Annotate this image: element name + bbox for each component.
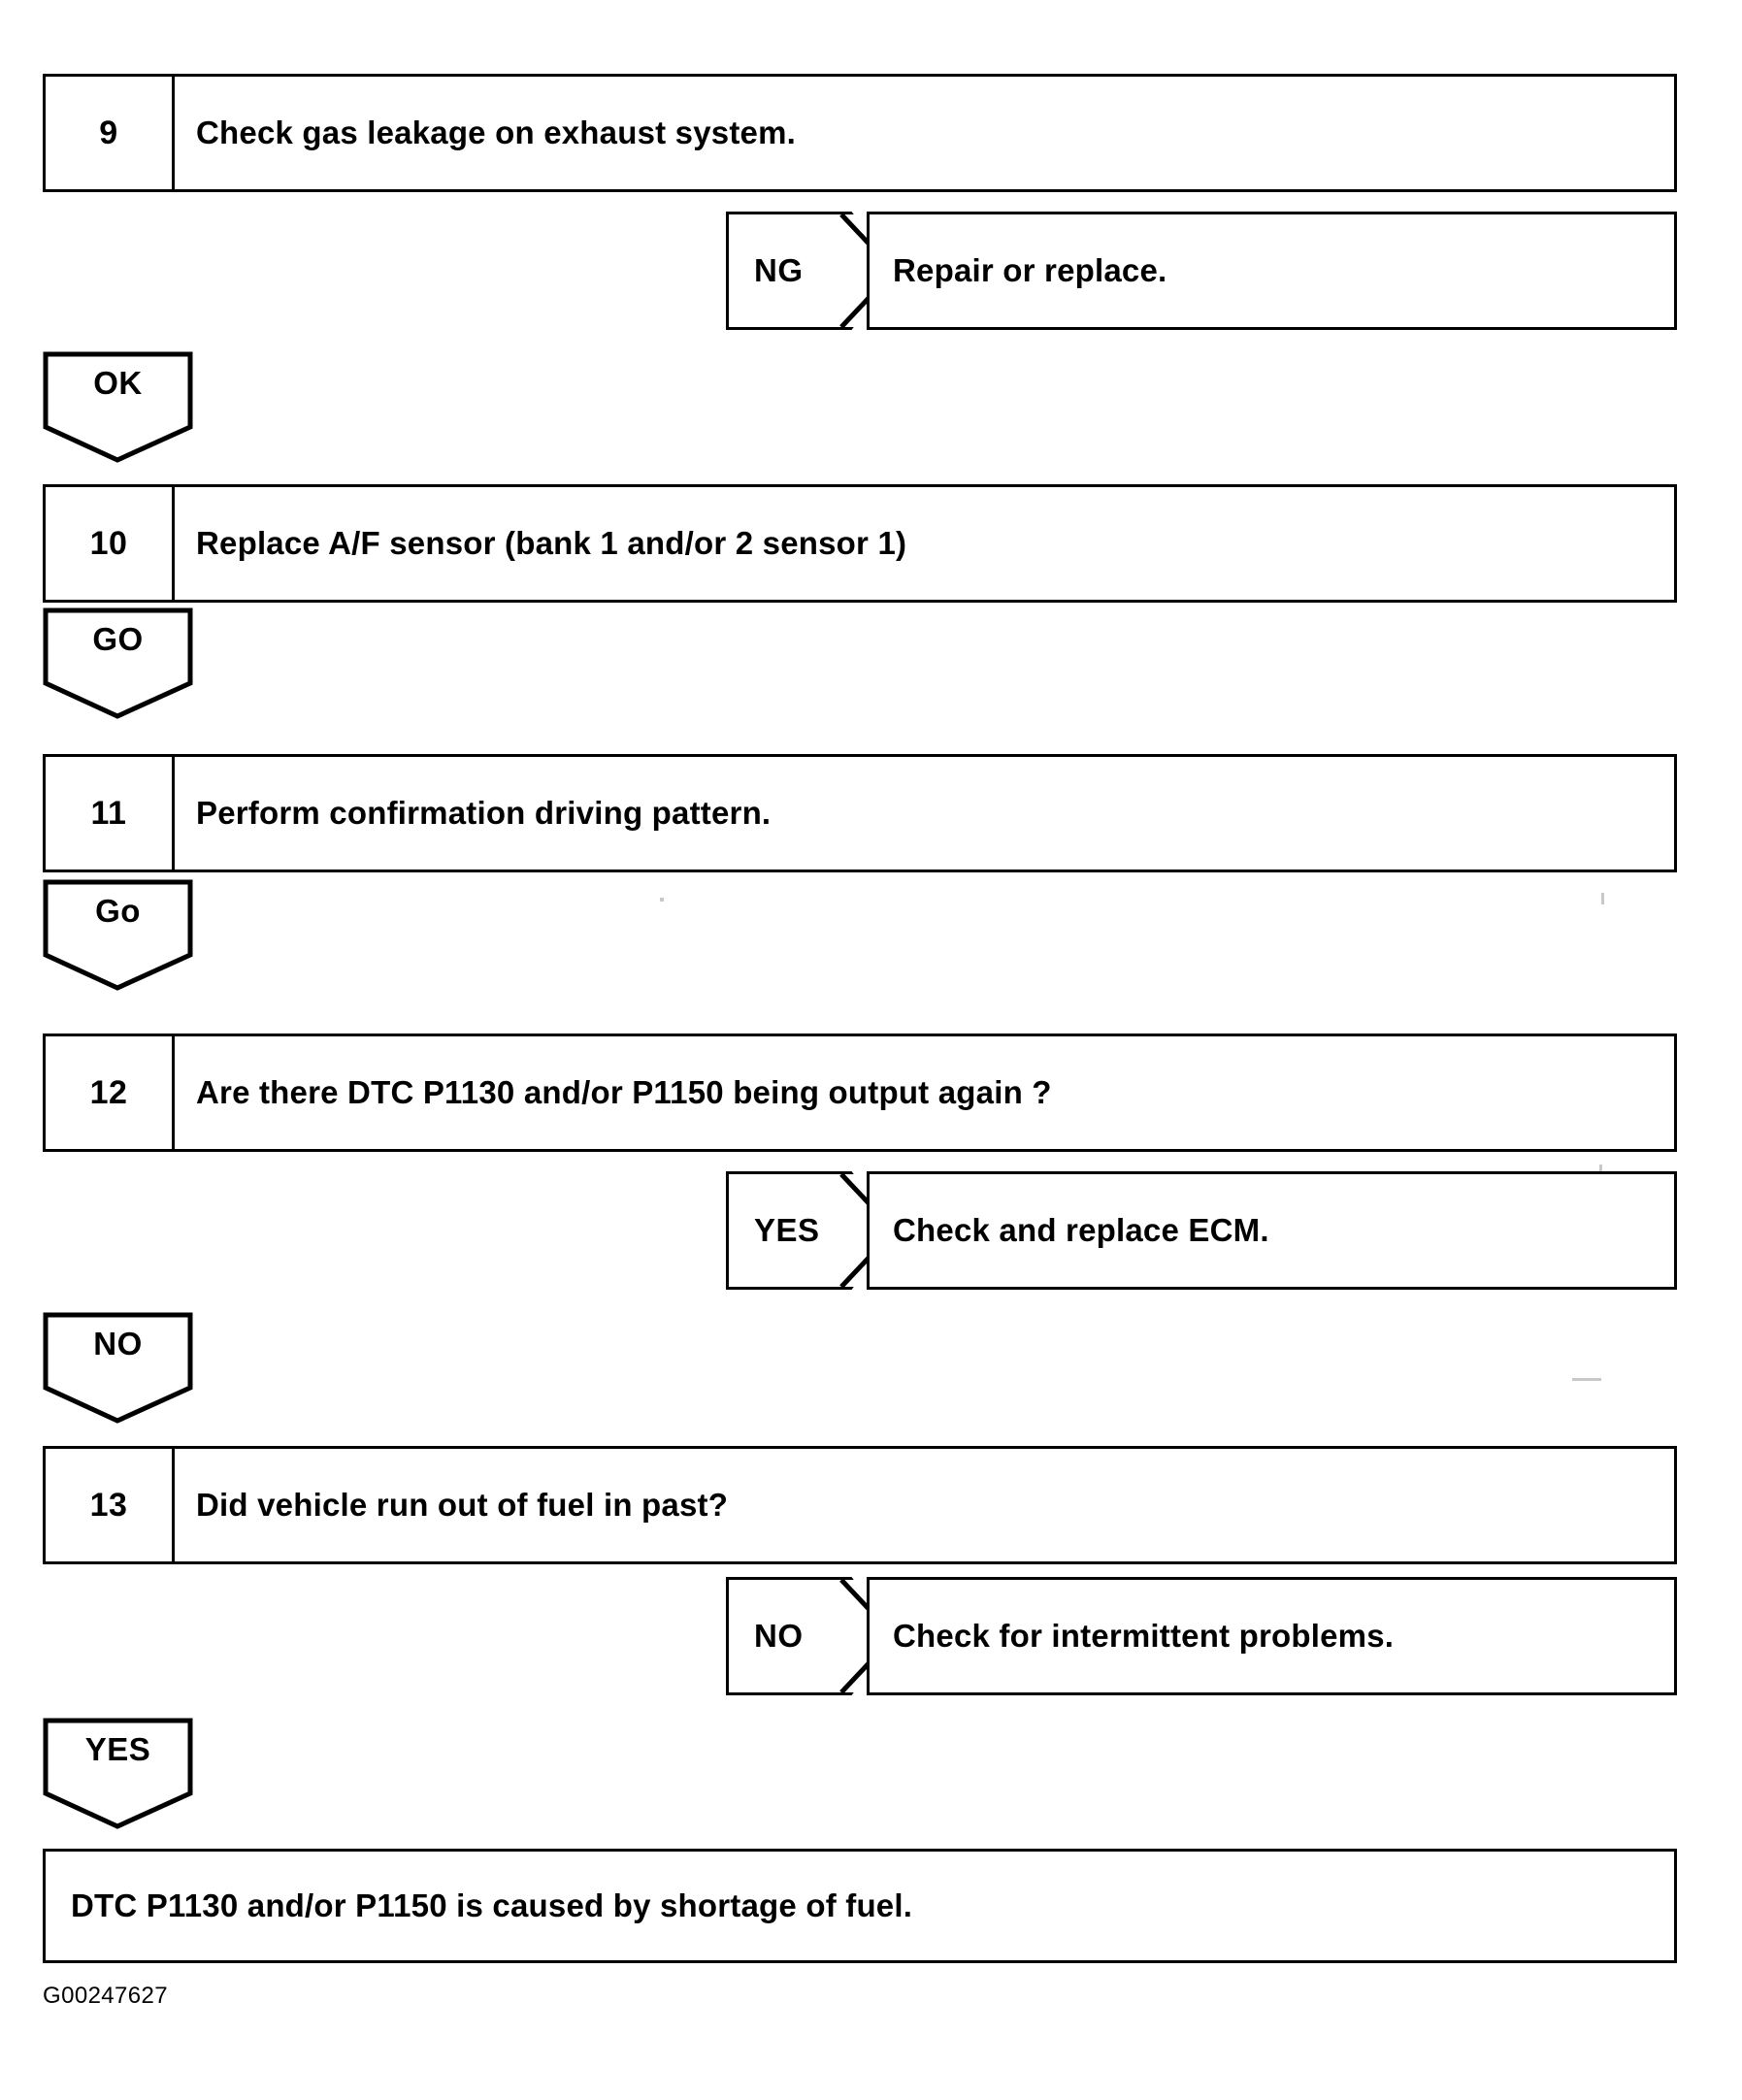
branch-tag-label: GO (92, 621, 144, 657)
step-row-10[interactable]: 10 Replace A/F sensor (bank 1 and/or 2 s… (43, 484, 1677, 603)
conclusion-box[interactable]: DTC P1130 and/or P1150 is caused by shor… (43, 1849, 1677, 1963)
branch-tag-label: YES (754, 1212, 820, 1248)
result-box-check-intermittent[interactable]: Check for intermittent problems. (867, 1577, 1677, 1695)
result-text: Check for intermittent problems. (893, 1618, 1395, 1654)
branch-tag-ok[interactable]: OK (43, 351, 193, 463)
branch-tag-label: NO (93, 1326, 143, 1362)
result-box-repair-or-replace[interactable]: Repair or replace. (867, 212, 1677, 330)
result-text: Check and replace ECM. (893, 1212, 1269, 1248)
step-number: 13 (46, 1449, 175, 1561)
branch-tag-no[interactable]: NO (43, 1312, 193, 1424)
step-text: Perform confirmation driving pattern. (196, 795, 772, 831)
step-text: Replace A/F sensor (bank 1 and/or 2 sens… (196, 525, 907, 561)
scan-speck (1601, 893, 1604, 904)
step-row-9[interactable]: 9 Check gas leakage on exhaust system. (43, 74, 1677, 192)
pentagon-down-icon (43, 607, 193, 719)
step-text: Are there DTC P1130 and/or P1150 being o… (196, 1074, 1052, 1110)
step-text: Check gas leakage on exhaust system. (196, 115, 796, 150)
branch-tag-label: Go (95, 893, 141, 929)
step-number: 11 (46, 757, 175, 870)
pentagon-down-icon (43, 1718, 193, 1829)
step-row-11[interactable]: 11 Perform confirmation driving pattern. (43, 754, 1677, 872)
pentagon-down-icon (43, 879, 193, 991)
step-row-12[interactable]: 12 Are there DTC P1130 and/or P1150 bein… (43, 1034, 1677, 1152)
pentagon-down-icon (43, 351, 193, 463)
branch-tag-label: OK (93, 365, 143, 401)
step-number: 9 (46, 77, 175, 189)
scan-speck (1572, 1378, 1601, 1381)
branch-tag-label: NO (754, 1618, 804, 1654)
step-text: Did vehicle run out of fuel in past? (196, 1487, 729, 1523)
result-box-check-replace-ecm[interactable]: Check and replace ECM. (867, 1171, 1677, 1290)
branch-tag-go-upper[interactable]: GO (43, 607, 193, 719)
branch-tag-yes-fuel[interactable]: YES (43, 1718, 193, 1829)
branch-tag-go-lower[interactable]: Go (43, 879, 193, 991)
step-number: 12 (46, 1036, 175, 1149)
branch-tag-label: YES (84, 1731, 151, 1767)
scan-speck (660, 898, 664, 902)
step-number: 10 (46, 487, 175, 600)
branch-tag-label: NG (754, 252, 804, 288)
figure-id-code: G00247627 (43, 1983, 169, 2009)
result-text: Repair or replace. (893, 252, 1167, 288)
step-row-13[interactable]: 13 Did vehicle run out of fuel in past? (43, 1446, 1677, 1564)
pentagon-down-icon (43, 1312, 193, 1424)
conclusion-text: DTC P1130 and/or P1150 is caused by shor… (71, 1887, 913, 1923)
